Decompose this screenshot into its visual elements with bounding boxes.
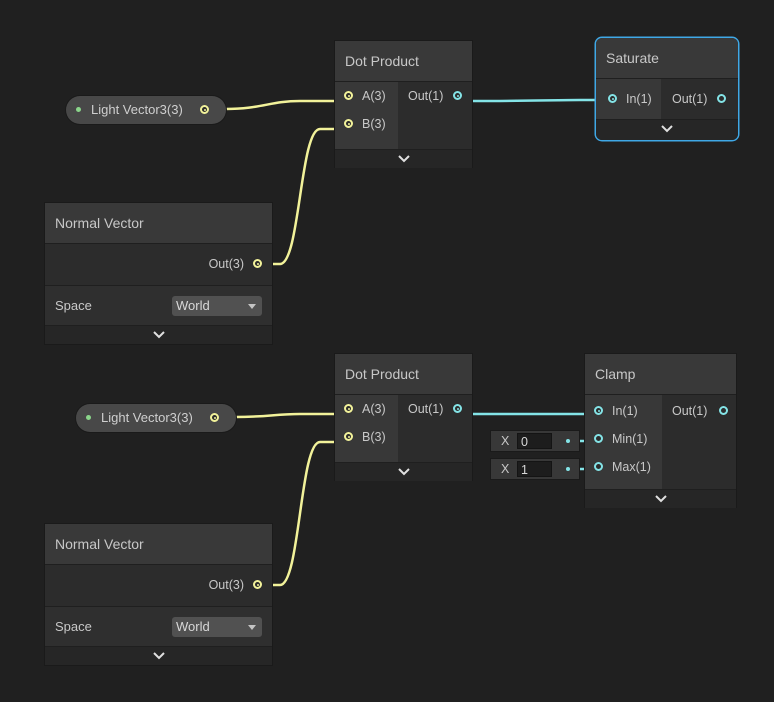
node-title[interactable]: Saturate <box>596 38 738 79</box>
property-indicator-icon <box>86 415 91 420</box>
float-port-icon[interactable] <box>719 406 728 415</box>
expand-toggle[interactable] <box>585 489 736 508</box>
connector-dot-icon <box>566 439 570 443</box>
dot-product-node[interactable]: Dot Product A(3) B(3) Out(1) <box>335 41 472 168</box>
output-port-icon[interactable] <box>200 105 209 114</box>
expand-toggle[interactable] <box>596 119 738 140</box>
expand-toggle[interactable] <box>45 646 272 665</box>
output-port[interactable]: Out(3) <box>45 244 272 284</box>
property-label: Light Vector3(3) <box>91 102 183 117</box>
light-vector3-property-node[interactable]: Light Vector3(3) <box>66 96 226 124</box>
wire-top-dot-to-saturate[interactable] <box>457 98 614 103</box>
node-title[interactable]: Normal Vector <box>45 203 272 244</box>
wire-top-normal-to-b[interactable] <box>258 127 350 266</box>
saturate-node[interactable]: Saturate In(1) Out(1) <box>596 38 738 140</box>
float-port-icon[interactable] <box>717 94 726 103</box>
wire-bottom-light-to-a[interactable] <box>214 412 350 419</box>
float-port-icon[interactable] <box>608 94 617 103</box>
vector3-port-icon[interactable] <box>344 91 353 100</box>
output-port[interactable]: Out(1) <box>661 79 738 119</box>
chevron-down-icon <box>653 490 669 508</box>
vector3-port-icon[interactable] <box>253 259 262 268</box>
input-port-a[interactable]: A(3) <box>335 82 398 110</box>
input-port-in[interactable]: In(1) <box>596 79 661 119</box>
input-port-min[interactable]: Min(1) <box>585 425 662 453</box>
node-title[interactable]: Normal Vector <box>45 524 272 565</box>
expand-toggle[interactable] <box>335 149 472 168</box>
node-title[interactable]: Dot Product <box>335 41 472 82</box>
node-title[interactable]: Dot Product <box>335 354 472 395</box>
clamp-min-input-field[interactable]: X 0 <box>491 431 579 451</box>
chevron-down-icon <box>151 647 167 665</box>
vector3-port-icon[interactable] <box>344 432 353 441</box>
node-title[interactable]: Clamp <box>585 354 736 395</box>
float-port-icon[interactable] <box>453 404 462 413</box>
space-dropdown[interactable]: World <box>172 296 262 316</box>
property-label: Light Vector3(3) <box>101 410 193 425</box>
max-value-input[interactable]: 1 <box>517 461 552 477</box>
float-port-icon[interactable] <box>453 91 462 100</box>
property-indicator-icon <box>76 107 81 112</box>
input-port-b[interactable]: B(3) <box>335 110 398 138</box>
output-port[interactable]: Out(1) <box>662 397 736 425</box>
output-port[interactable]: Out(3) <box>45 565 272 605</box>
light-vector3-property-node[interactable]: Light Vector3(3) <box>76 404 236 432</box>
input-port-in[interactable]: In(1) <box>585 397 662 425</box>
dropdown-arrow-icon <box>248 625 256 630</box>
space-dropdown[interactable]: World <box>172 617 262 637</box>
chevron-down-icon <box>659 120 675 138</box>
normal-vector-node[interactable]: Normal Vector Out(3) Space World <box>45 524 272 665</box>
float-port-icon[interactable] <box>594 434 603 443</box>
expand-toggle[interactable] <box>335 462 472 481</box>
input-port-max[interactable]: Max(1) <box>585 453 662 481</box>
float-port-icon[interactable] <box>594 406 603 415</box>
input-port-a[interactable]: A(3) <box>335 395 398 423</box>
output-port[interactable]: Out(1) <box>398 395 472 423</box>
output-port-icon[interactable] <box>210 413 219 422</box>
connector-dot-icon <box>566 467 570 471</box>
wire-bottom-normal-to-b[interactable] <box>258 440 350 587</box>
vector3-port-icon[interactable] <box>344 404 353 413</box>
space-property-row: Space World <box>45 606 272 647</box>
float-port-icon[interactable] <box>594 462 603 471</box>
chevron-down-icon <box>151 326 167 344</box>
normal-vector-node[interactable]: Normal Vector Out(3) Space World <box>45 203 272 344</box>
dropdown-arrow-icon <box>248 304 256 309</box>
dot-product-node[interactable]: Dot Product A(3) B(3) Out(1) <box>335 354 472 481</box>
min-value-input[interactable]: 0 <box>517 433 552 449</box>
space-property-row: Space World <box>45 285 272 326</box>
vector3-port-icon[interactable] <box>253 580 262 589</box>
clamp-node[interactable]: Clamp In(1) Min(1) Max(1) Out(1) <box>585 354 736 508</box>
vector3-port-icon[interactable] <box>344 119 353 128</box>
output-port[interactable]: Out(1) <box>398 82 472 110</box>
wire-top-light-to-a[interactable] <box>205 99 350 111</box>
expand-toggle[interactable] <box>45 325 272 344</box>
clamp-max-input-field[interactable]: X 1 <box>491 459 579 479</box>
input-port-b[interactable]: B(3) <box>335 423 398 451</box>
chevron-down-icon <box>396 463 412 481</box>
chevron-down-icon <box>396 150 412 168</box>
